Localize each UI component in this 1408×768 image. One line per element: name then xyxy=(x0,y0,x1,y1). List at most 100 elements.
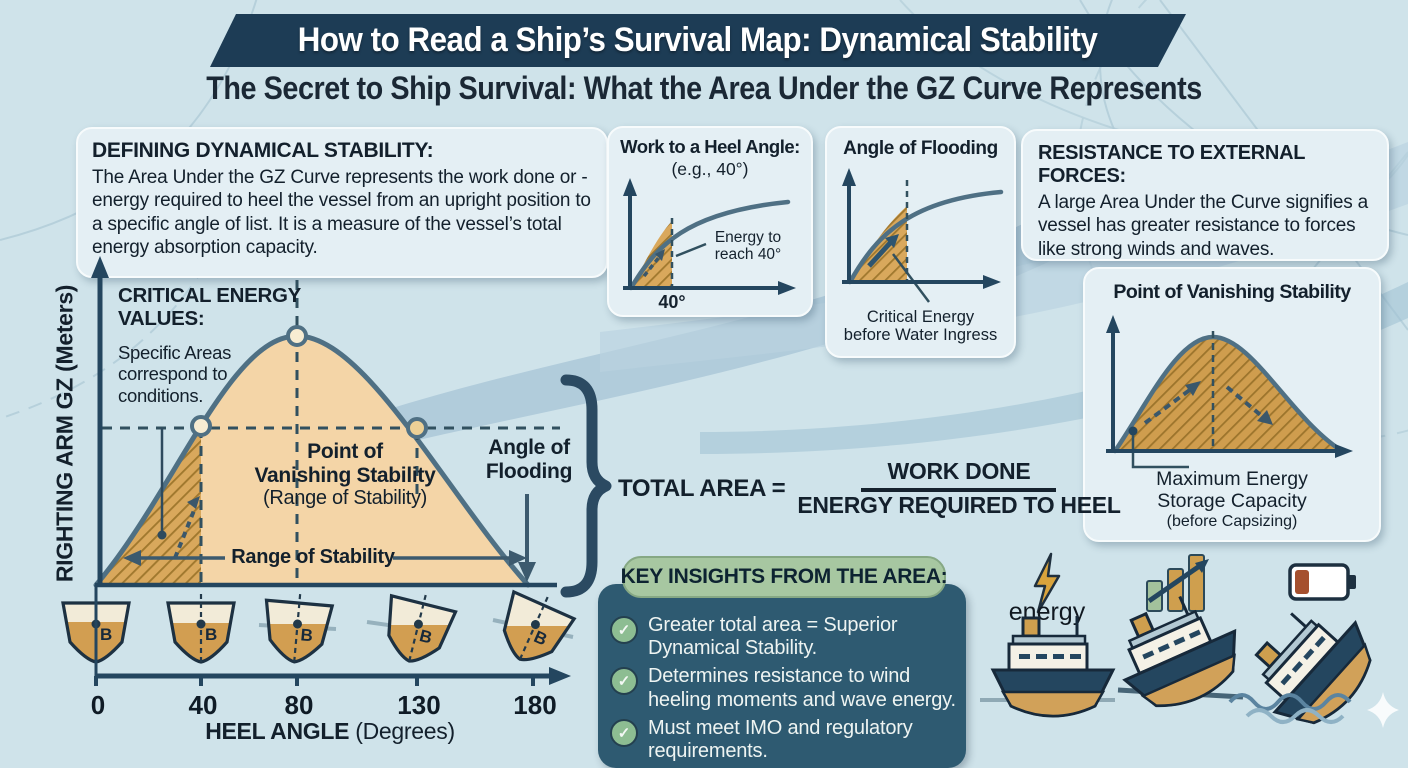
critical-energy-heading: CRITICAL ENERGY VALUES: xyxy=(118,284,301,330)
title-banner: How to Read a Ship’s Survival Map: Dynam… xyxy=(210,14,1186,67)
flooding-mini-chart xyxy=(842,168,1004,303)
vanishing-stability-label: Point of Vanishing Stability (Range of S… xyxy=(245,440,445,510)
work-heading: Work to a Heel Angle: xyxy=(620,136,800,157)
key-insights-header: KEY INSIGHTS FROM THE AREA: xyxy=(620,556,948,598)
vanishing-caption-line2: Storage Capacity xyxy=(1157,489,1307,512)
tick-label-130: 130 xyxy=(397,690,440,720)
vanishing-hatched-bell xyxy=(1115,337,1339,451)
work-annotation-line2: reach 40° xyxy=(715,246,782,263)
flooding-line2: Flooding xyxy=(485,459,573,483)
work-gz-curve xyxy=(628,199,791,291)
check-icon: ✓ xyxy=(610,667,638,696)
total-area-brace xyxy=(560,374,612,598)
hull-icon-130deg: B xyxy=(377,593,458,670)
flooding-caption: Critical Energy before Water Ingress xyxy=(827,308,1014,345)
xaxis-label: HEEL ANGLE (Degrees) xyxy=(160,718,500,745)
flooding-gz-curve xyxy=(847,189,1004,285)
ship-upright-icon xyxy=(991,614,1115,718)
ship-capsizing-icon xyxy=(1233,585,1391,745)
resistance-body: A large Area Under the Curve signifies a… xyxy=(1038,192,1368,260)
insight-text: Determines resistance to wind heeling mo… xyxy=(648,665,956,711)
gz-axes xyxy=(91,256,557,588)
page-title: How to Read a Ship’s Survival Map: Dynam… xyxy=(298,21,1098,59)
vanishing-caption-line1: Maximum Energy xyxy=(1156,468,1308,490)
gz-curve-area xyxy=(96,336,528,585)
total-area-formula: TOTAL AREA = WORK DONE ENERGY REQUIRED T… xyxy=(618,458,1121,519)
critical-energy-body: Specific Areas correspond to conditions. xyxy=(118,342,232,406)
key-insights-heading: KEY INSIGHTS FROM THE AREA: xyxy=(620,565,948,588)
flooding-caption-line2: before Water Ingress xyxy=(843,326,998,345)
defining-heading: DEFINING DYNAMICAL STABILITY: xyxy=(92,139,434,162)
insight-text: Greater total area = Superior Dynamical … xyxy=(648,614,898,660)
flooding-heading: Angle of Flooding xyxy=(843,138,998,159)
vanishing-heading: Point of Vanishing Stability xyxy=(1113,281,1351,303)
page-subtitle: The Secret to Ship Survival: What the Ar… xyxy=(206,70,1202,106)
vanishing-marker-dot xyxy=(1128,426,1138,436)
hull-icon-40deg: B xyxy=(166,594,236,664)
hull-icon-80deg: B xyxy=(261,594,335,665)
xaxis-label-rest: (Degrees) xyxy=(349,718,455,744)
tick-label-0: 0 xyxy=(91,690,105,720)
list-item: ✓ Must meet IMO and regulatory requireme… xyxy=(610,717,956,763)
buoyancy-label: B xyxy=(417,626,434,647)
energy-ships-illustration: energy xyxy=(980,552,1399,745)
vanishing-caption-line3: (before Capsizing) xyxy=(1166,512,1298,530)
flooding-caption-line1: Critical Energy xyxy=(866,308,975,326)
buoyancy-label: B xyxy=(100,625,112,644)
flooding-down-arrow xyxy=(518,494,536,582)
formula-numerator: WORK DONE xyxy=(861,458,1057,492)
sparkle-icon xyxy=(1367,692,1399,728)
hatch-rise-arrow-icon xyxy=(173,496,200,559)
gz-curve-markers xyxy=(190,325,428,439)
heel-angle-axis xyxy=(94,585,571,686)
formula-denominator: ENERGY REQUIRED TO HEEL xyxy=(797,492,1121,518)
vanishing-axes xyxy=(1106,315,1353,458)
yaxis-label: RIGHTING ARM GZ (Meters) xyxy=(51,284,78,583)
flooding-axes xyxy=(842,168,1001,289)
buoyancy-label: B xyxy=(205,625,217,644)
formula-lhs: TOTAL AREA = xyxy=(618,474,786,502)
insight-text: Must meet IMO and regulatory requirement… xyxy=(648,716,913,762)
resistance-panel: RESISTANCE TO EXTERNAL FORCES: A large A… xyxy=(1021,129,1389,261)
formula-fraction: WORK DONE ENERGY REQUIRED TO HEEL xyxy=(797,458,1121,519)
flooding-line1: Angle of xyxy=(488,436,570,459)
vanishing-stability-panel: Point of Vanishing Stability xyxy=(1083,267,1381,542)
work-annotation-line1: Energy to xyxy=(715,229,781,246)
defining-body: The Area Under the GZ Curve represents t… xyxy=(92,167,591,259)
vanishing-mini-chart xyxy=(1106,315,1353,469)
key-insights-list: ✓ Greater total area = Superior Dynamica… xyxy=(598,584,966,763)
work-axes xyxy=(623,178,796,295)
bar-chart-icon xyxy=(1146,554,1209,612)
work-leader-line xyxy=(675,242,707,258)
resistance-heading: RESISTANCE TO EXTERNAL FORCES: xyxy=(1038,142,1305,187)
work-mini-chart: Energy to reach 40° 40° xyxy=(623,178,796,312)
xaxis-label-bold: HEEL ANGLE xyxy=(205,718,350,744)
vanishing-line1: Point of xyxy=(307,440,383,463)
vanishing-caption: Maximum Energy Storage Capacity (before … xyxy=(1085,468,1379,531)
list-item: ✓ Greater total area = Superior Dynamica… xyxy=(610,614,956,660)
work-subheading: (e.g., 40°) xyxy=(671,159,749,179)
list-item: ✓ Determines resistance to wind heeling … xyxy=(610,665,956,711)
vanishing-leader-line xyxy=(1131,435,1189,469)
buoyancy-label: B xyxy=(300,625,314,645)
flooding-arrow-icon xyxy=(867,234,899,268)
gz-main-chart: B B B B xyxy=(61,256,577,720)
check-icon: ✓ xyxy=(610,616,638,644)
vanishing-line3: (Range of Stability) xyxy=(262,487,428,510)
vanishing-fall-arrow-icon xyxy=(1225,385,1273,425)
tick-label-40: 40 xyxy=(189,690,218,720)
range-of-stability-label: Range of Stability xyxy=(231,546,395,568)
tick-label-80: 80 xyxy=(285,690,314,720)
range-of-stability-arrow xyxy=(123,550,527,566)
lightning-bolt-icon xyxy=(1033,552,1061,614)
vanishing-rise-arrow-icon xyxy=(1143,381,1201,425)
defining-stability-panel: DEFINING DYNAMICAL STABILITY: The Area U… xyxy=(76,127,608,278)
angle-of-flooding-label: Angle of Flooding xyxy=(468,436,590,484)
work-to-heel-panel: Work to a Heel Angle: (e.g., 40°) xyxy=(607,126,813,317)
work-trend-arrow-icon xyxy=(642,249,665,278)
wave-lines xyxy=(1228,693,1352,724)
check-icon: ✓ xyxy=(610,718,638,747)
critical-leader-dot xyxy=(157,530,167,540)
tick-label-180: 180 xyxy=(513,690,556,720)
